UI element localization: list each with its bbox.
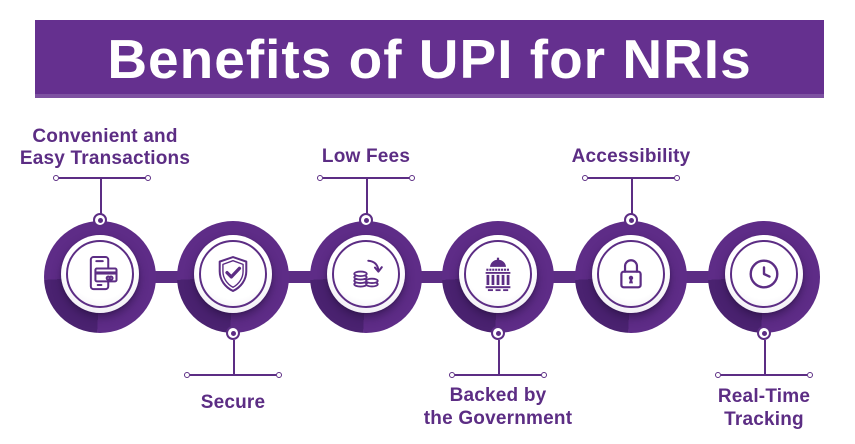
icon-button bbox=[459, 235, 537, 313]
connector-line bbox=[233, 340, 235, 374]
node-anchor-ring bbox=[624, 213, 638, 227]
shield-check-icon bbox=[218, 256, 248, 292]
clock-icon bbox=[749, 259, 779, 289]
page-title: Benefits of UPI for NRIs bbox=[107, 27, 752, 90]
connector-line bbox=[366, 177, 368, 214]
node-anchor-ring bbox=[491, 326, 505, 340]
benefit-label-low-fees: Low Fees bbox=[321, 146, 411, 167]
icon-button bbox=[61, 235, 139, 313]
node-anchor-ring bbox=[359, 213, 373, 227]
mobile-payment-icon bbox=[89, 256, 118, 291]
icon-button bbox=[194, 235, 272, 313]
benefit-label-tracking: Real-Time Tracking bbox=[717, 386, 811, 430]
coins-low-fees-icon bbox=[353, 259, 383, 288]
benefit-label-government: Backed by the Government bbox=[423, 385, 573, 429]
node-anchor-ring bbox=[757, 326, 771, 340]
connector-line bbox=[631, 177, 633, 214]
government-building-icon bbox=[485, 257, 511, 292]
label-rule bbox=[449, 371, 547, 378]
benefit-circle-tracking bbox=[708, 221, 820, 333]
benefit-circle-accessibility bbox=[575, 221, 687, 333]
padlock-icon bbox=[620, 259, 642, 289]
node-anchor-ring bbox=[93, 213, 107, 227]
benefit-circle-low-fees bbox=[310, 221, 422, 333]
icon-button bbox=[725, 235, 803, 313]
benefit-circle-convenient bbox=[44, 221, 156, 333]
benefit-label-secure: Secure bbox=[200, 392, 266, 413]
title-banner: Benefits of UPI for NRIs bbox=[35, 20, 824, 98]
label-rule bbox=[715, 371, 813, 378]
label-rule bbox=[53, 174, 151, 181]
benefit-label-accessibility: Accessibility bbox=[571, 146, 691, 167]
connector-line bbox=[100, 177, 102, 214]
node-anchor-ring bbox=[226, 326, 240, 340]
label-rule bbox=[184, 371, 282, 378]
icon-button bbox=[592, 235, 670, 313]
connector-line bbox=[498, 340, 500, 374]
benefit-circle-secure bbox=[177, 221, 289, 333]
connector-line bbox=[764, 340, 766, 374]
icon-button bbox=[327, 235, 405, 313]
benefit-circle-government bbox=[442, 221, 554, 333]
benefit-label-convenient: Convenient and Easy Transactions bbox=[19, 126, 191, 169]
